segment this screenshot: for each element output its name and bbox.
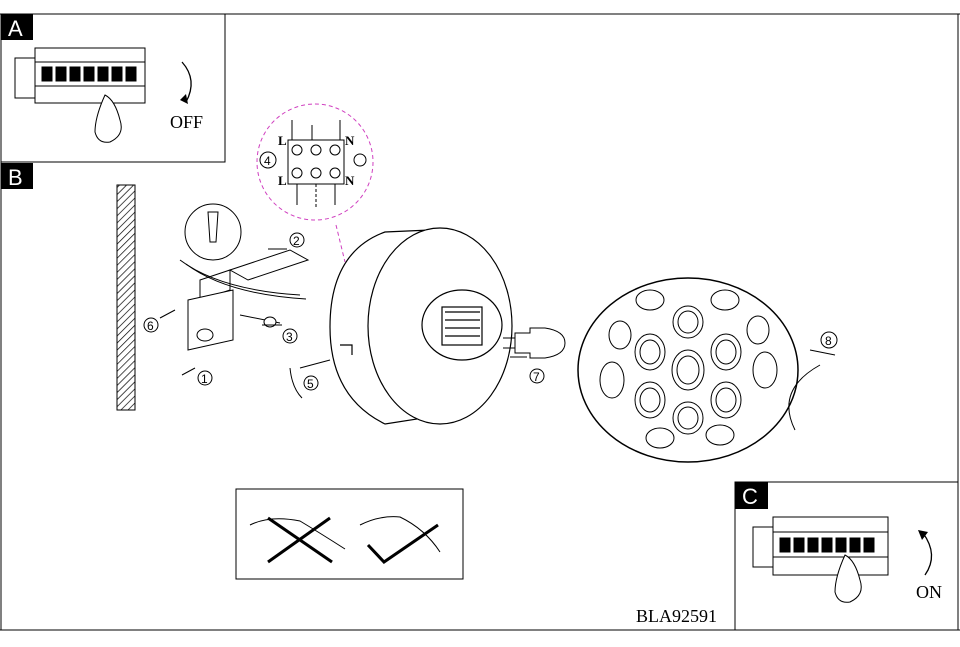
svg-text:8: 8 — [825, 334, 832, 348]
step-markers: 1 2 3 4 5 6 7 8 — [143, 151, 838, 431]
wall-plate — [329, 227, 513, 425]
step-1: 1 — [181, 367, 213, 386]
off-label: OFF — [170, 112, 203, 132]
rotate-arrow-off — [181, 61, 192, 103]
circuit-breaker-on — [752, 516, 889, 603]
step-8: 8 — [788, 331, 838, 431]
panel-a-tag-text: A — [8, 16, 23, 41]
step-4: 4 — [259, 151, 277, 169]
svg-text:4: 4 — [264, 154, 271, 168]
rotate-arrow-on — [922, 532, 933, 576]
svg-text:3: 3 — [286, 330, 293, 344]
terminal-l-top: L — [278, 133, 287, 148]
terminal-n-bottom: N — [345, 173, 355, 188]
terminal-n-top: N — [345, 133, 355, 148]
sphere-shade — [577, 277, 799, 463]
panel-b-tag — [1, 163, 33, 189]
step-5: 5 — [289, 367, 319, 399]
svg-text:7: 7 — [533, 370, 540, 384]
g9-bulb — [503, 327, 566, 359]
step-6: 6 — [143, 309, 176, 333]
svg-text:5: 5 — [307, 377, 314, 391]
panel-b-tag-text: B — [8, 165, 23, 190]
panel-a: A OFF — [0, 13, 226, 163]
terminal-l-bottom: L — [278, 173, 287, 188]
panel-c: C ON — [734, 481, 959, 631]
panel-c-tag — [735, 482, 768, 509]
panel-c-tag-text: C — [742, 484, 758, 509]
terminal-block-detail: L L N N — [256, 103, 374, 263]
step-7: 7 — [510, 356, 545, 384]
step-2: 2 — [268, 232, 305, 250]
handling-warning — [235, 488, 464, 580]
circuit-breaker-off — [14, 47, 146, 143]
mounting-bracket — [179, 203, 310, 351]
panel-a-tag — [1, 14, 33, 40]
svg-text:1: 1 — [201, 372, 208, 386]
wall — [116, 184, 136, 411]
on-label: ON — [916, 582, 942, 602]
svg-text:2: 2 — [293, 234, 300, 248]
svg-text:6: 6 — [147, 319, 154, 333]
model-code: BLA92591 — [636, 606, 717, 626]
step-3: 3 — [262, 324, 298, 344]
